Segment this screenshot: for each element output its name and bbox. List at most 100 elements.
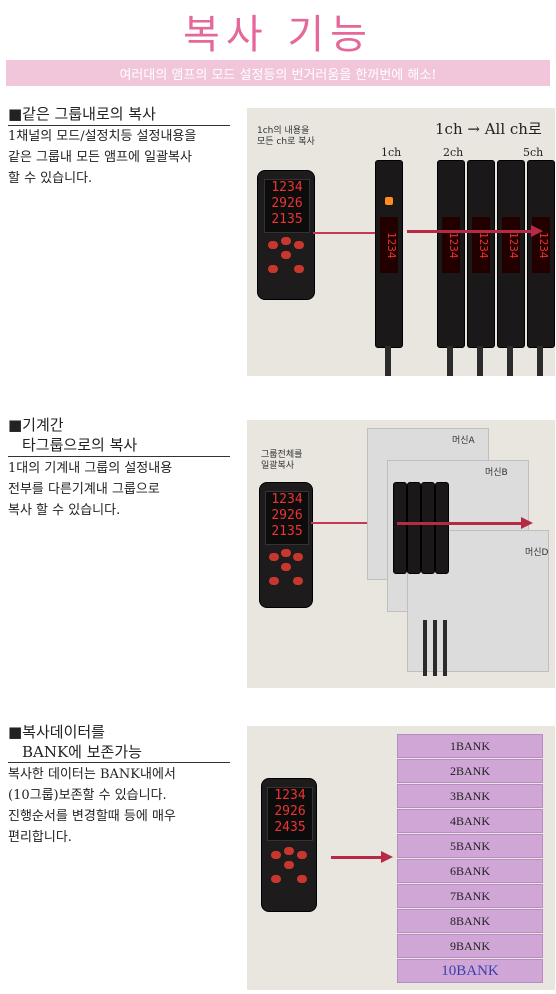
amp-cable [433,620,437,676]
lcd-row: 1234 [271,492,303,507]
save-arrow-head [381,851,393,863]
section3-body-line: 복사한 데이터는 BANK내에서 [8,767,176,782]
caption-line: 그룹전체를 [261,450,303,460]
channel-label-2ch: 2ch [443,146,464,159]
amp-unit [407,482,421,574]
amp-cable [447,346,453,376]
bank-2: 2BANK [397,759,543,783]
save-arrow [331,856,381,859]
amp-cable [477,346,483,376]
lcd-row: 2926 [271,508,303,523]
section1-body-line: 1채널의 모드/설정치등 설정내용을 [8,129,197,144]
remote-button [284,861,294,869]
section1-caption: 1ch의 내용을 모든 ch로 복사 [257,126,315,148]
section1-body: 1채널의 모드/설정치등 설정내용을 같은 그룹내 모든 앰프에 일괄복사 할 … [8,126,196,189]
amp-unit-3ch: 1234 [467,160,495,348]
amp-unit-2ch: 1234 [437,160,465,348]
section3-body-line: 편리합니다. [8,830,72,845]
section1-body-line: 할 수 있습니다. [8,171,93,186]
section2-body-line: 1대의 기계내 그룹의 설정내용 [8,461,173,476]
amp-cable [423,620,427,676]
amp-cable [537,346,543,376]
bank-6: 6BANK [397,859,543,883]
remote-button [281,237,291,245]
amp-unit [421,482,435,574]
machine-b-label: 머신B [485,468,508,478]
copy-arrow [407,230,531,233]
remote-button [284,847,294,855]
section2-title: ■기계간 타그룹으로의 복사 [8,415,137,455]
link-line [313,232,375,234]
amp-display: 1234 [472,217,490,273]
lcd-row: 2435 [274,820,306,835]
bank-9: 9BANK [397,934,543,958]
section2-title-line: ■기계간 [8,416,64,434]
section2-figure: 그룹전체를 일괄복사 머신A 머신B 머신D 1234 2926 2135 [247,420,555,688]
amp-unit [393,482,407,574]
bank-8: 8BANK [397,909,543,933]
remote-lcd: 1234 2926 2135 [265,491,309,545]
remote-button [293,577,303,585]
remote-button [268,265,278,273]
amp-display: 1234 [380,217,398,273]
section2-rule [8,456,230,457]
copy-arrow-head [521,517,533,529]
remote-button [297,875,307,883]
caption-line: 모든 ch로 복사 [257,137,315,147]
link-line [311,522,367,524]
remote-lcd: 1234 2926 2435 [267,787,313,841]
amp-unit-4ch: 1234 [497,160,525,348]
lcd-row: 2926 [274,804,306,819]
section2-title-line: 타그룹으로의 복사 [22,436,138,454]
section1-figure: 1ch의 내용을 모든 ch로 복사 1ch → All ch로 1ch 2ch… [247,108,555,376]
lcd-row: 2135 [271,524,303,539]
lcd-row: 1234 [271,180,303,195]
channel-label-5ch: 5ch [523,146,544,159]
remote-button [269,577,279,585]
section3-title: ■복사데이터를 BANK에 보존가능 [8,722,142,762]
remote-controller: 1234 2926 2135 [257,170,315,300]
lcd-row: 2926 [271,196,303,211]
section2-caption: 그룹전체를 일괄복사 [261,450,302,472]
remote-button [271,875,281,883]
machine-a-label: 머신A [452,436,475,446]
lcd-row: 1234 [274,788,306,803]
page-title: 복사 기능 [183,12,373,58]
copy-arrow-head [531,225,543,237]
amp-unit-1ch: 1234 [375,160,403,348]
page-subtitle: 여러대의 앰프의 모드 설정등의 번거러움을 한꺼번에 해소! [119,68,437,83]
section3-title-line: BANK에 보존가능 [22,743,142,761]
bank-5: 5BANK [397,834,543,858]
remote-lcd: 1234 2926 2135 [264,179,310,233]
caption-line: 일괄복사 [261,461,295,471]
bank-3: 3BANK [397,784,543,808]
remote-button [281,251,291,259]
amp-unit [435,482,449,574]
amp-unit-5ch: 1234 [527,160,555,348]
remote-button [294,265,304,273]
channel-label-1ch: 1ch [381,146,402,159]
section3-body-line: (10그룹)보존할 수 있습니다. [8,788,167,803]
amp-display: 1234 [442,217,460,273]
amp-cable [507,346,513,376]
section1-body-line: 같은 그룹내 모든 앰프에 일괄복사 [8,150,192,165]
section3-body: 복사한 데이터는 BANK내에서 (10그룹)보존할 수 있습니다. 진행순서를… [8,764,176,848]
machine-d-label: 머신D [525,548,549,558]
amp-display: 1234 [502,217,520,273]
copy-arrow [397,522,521,525]
section1-title: ■같은 그룹내로의 복사 [8,105,156,123]
remote-button [271,851,281,859]
remote-button [268,241,278,249]
remote-button [281,549,291,557]
copy-all-label: 1ch → All ch로 [435,120,542,138]
amp-cable [385,346,391,376]
bank-7: 7BANK [397,884,543,908]
section1-rule [8,125,230,126]
remote-button [293,553,303,561]
amp-indicator [385,197,393,205]
amp-cable [443,620,447,676]
caption-line: 1ch의 내용을 [257,126,310,136]
bank-1: 1BANK [397,734,543,758]
remote-button [281,563,291,571]
remote-button [297,851,307,859]
